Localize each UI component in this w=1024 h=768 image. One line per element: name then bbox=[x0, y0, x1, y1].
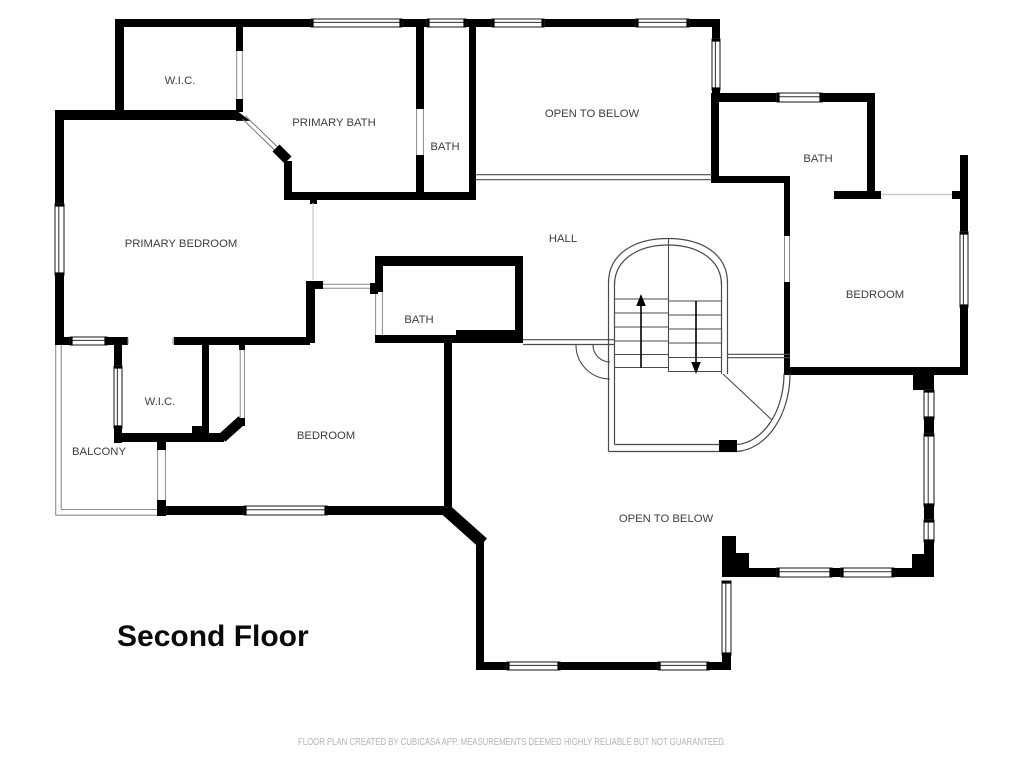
svg-text:PRIMARY BATH: PRIMARY BATH bbox=[292, 117, 376, 129]
svg-text:FLOOR PLAN CREATED BY CUBICASA: FLOOR PLAN CREATED BY CUBICASA APP. MEAS… bbox=[298, 737, 726, 748]
svg-text:BATH: BATH bbox=[430, 141, 459, 153]
svg-text:W.I.C.: W.I.C. bbox=[145, 396, 176, 408]
svg-text:BEDROOM: BEDROOM bbox=[297, 430, 355, 442]
svg-text:BEDROOM: BEDROOM bbox=[846, 289, 904, 301]
svg-text:OPEN TO BELOW: OPEN TO BELOW bbox=[545, 108, 640, 120]
svg-text:PRIMARY BEDROOM: PRIMARY BEDROOM bbox=[125, 238, 238, 250]
svg-text:BATH: BATH bbox=[803, 153, 832, 165]
svg-text:OPEN TO BELOW: OPEN TO BELOW bbox=[619, 513, 714, 525]
svg-text:BATH: BATH bbox=[404, 314, 433, 326]
svg-text:HALL: HALL bbox=[549, 233, 577, 245]
svg-text:W.I.C.: W.I.C. bbox=[165, 75, 196, 87]
svg-text:Second Floor: Second Floor bbox=[117, 620, 309, 653]
svg-text:BALCONY: BALCONY bbox=[72, 446, 126, 458]
